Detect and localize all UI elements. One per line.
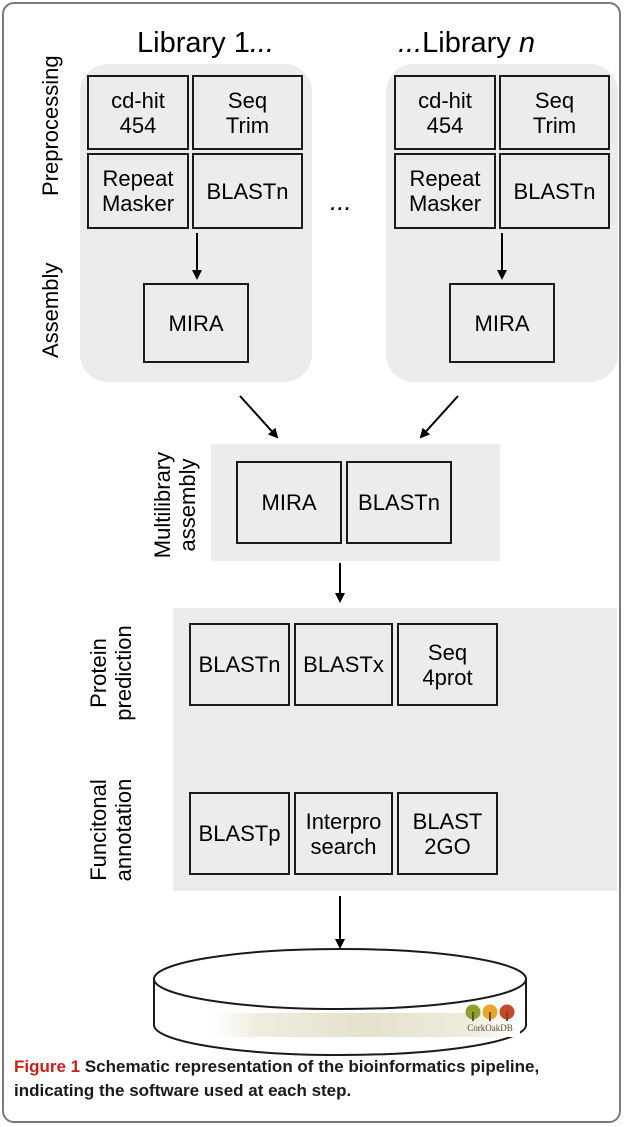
- blastn-box-protein: BLASTn: [189, 623, 290, 706]
- blastn-box-multilibrary: BLASTn: [346, 461, 452, 544]
- database-cylinder: [153, 948, 527, 1056]
- library-n-title: ...Library n: [398, 27, 536, 59]
- blastx-box: BLASTx: [294, 623, 393, 706]
- blastp-box: BLASTp: [189, 792, 290, 875]
- corkoakdb-logo-text: CorkOakDB: [467, 1023, 513, 1033]
- figure-caption: Figure 1 Schematic representation of the…: [14, 1055, 610, 1103]
- library-1-title: Library 1...: [137, 27, 274, 59]
- mira-box-libn: MIRA: [449, 283, 555, 363]
- figure-label: Figure 1: [14, 1057, 81, 1076]
- mira-box-lib1: MIRA: [143, 283, 249, 363]
- figure-caption-text: Schematic representation of the bioinfor…: [14, 1057, 540, 1100]
- more-libraries-ellipsis: ...: [330, 186, 352, 216]
- corkoakdb-logo: [465, 1004, 515, 1021]
- arrow-libn-to-multilibrary: [419, 395, 459, 439]
- blastn-box-libn: BLASTn: [499, 153, 610, 229]
- arrow-lib1-to-multilibrary: [239, 395, 279, 439]
- mira-box-multilibrary: MIRA: [236, 461, 342, 544]
- blastn-box-lib1: BLASTn: [192, 153, 303, 229]
